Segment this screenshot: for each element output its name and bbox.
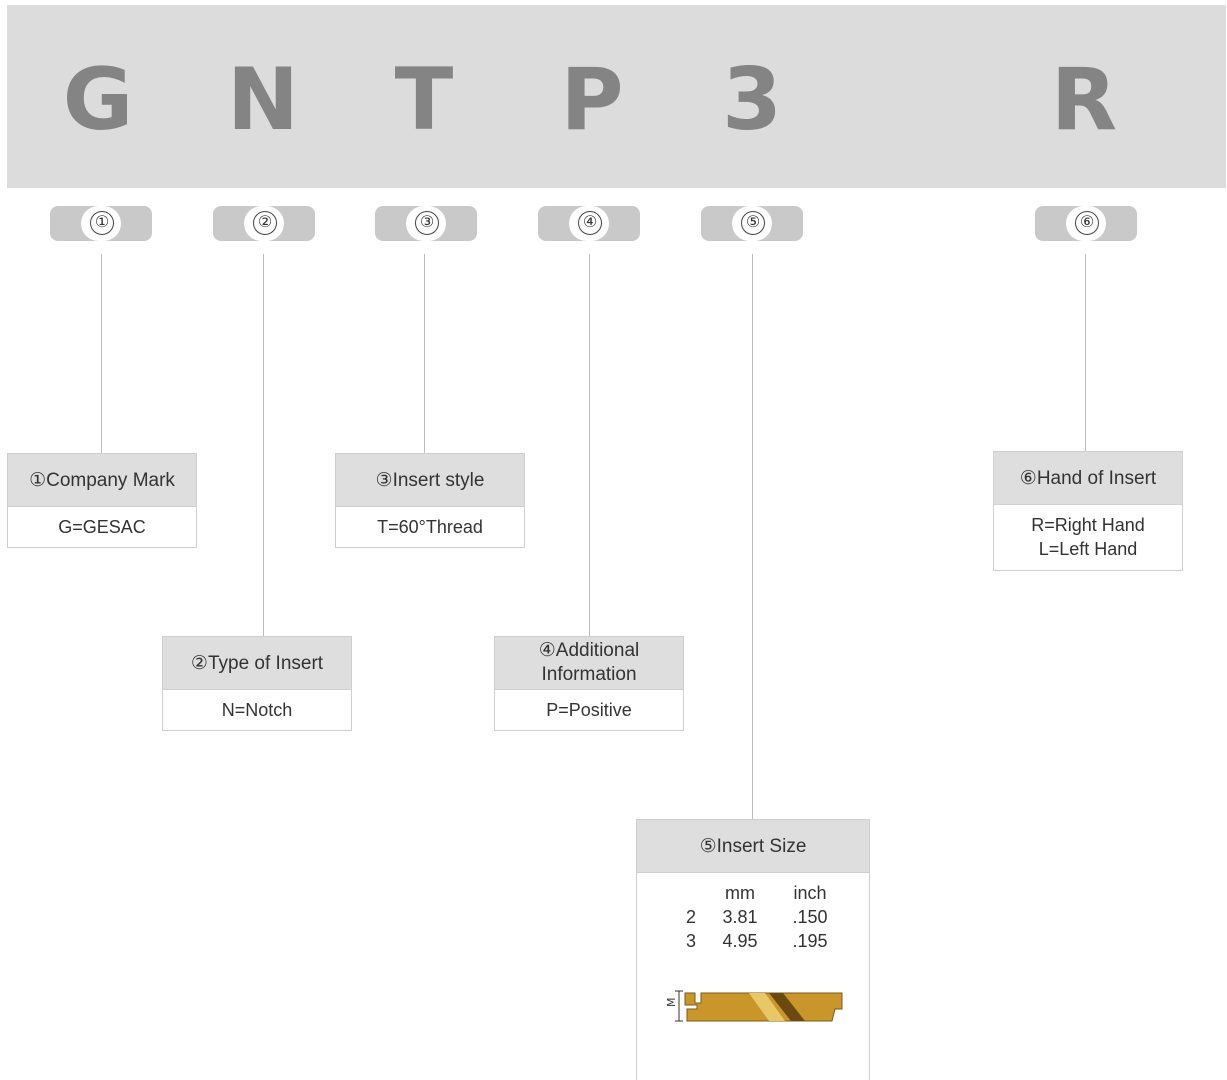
box-title: ④Additional Information xyxy=(495,637,683,690)
connector-line-6 xyxy=(1085,254,1086,451)
marker-number: ③ xyxy=(415,211,439,235)
code-letter-n: N xyxy=(227,50,299,150)
insert-size-box: ⑤Insert Size mm inch 2 3.81 .150 3 4.95 … xyxy=(636,819,870,1080)
code-letter-r: R xyxy=(1050,50,1118,150)
marker-pill-3: ③ xyxy=(375,206,477,241)
size-table: mm inch 2 3.81 .150 3 4.95 .195 xyxy=(677,881,845,953)
dimension-label: M xyxy=(665,998,678,1008)
marker-pill-4: ④ xyxy=(538,206,640,241)
marker-pill-5: ⑤ xyxy=(701,206,803,241)
connector-line-3 xyxy=(424,254,425,453)
marker-pill-1: ① xyxy=(50,206,152,241)
size-table-header: mm inch xyxy=(725,883,827,903)
box-title-line: Information xyxy=(541,664,637,685)
code-letter-g: G xyxy=(62,50,134,150)
box-title-line: ④Additional xyxy=(538,640,640,661)
additional-information-box: ④Additional Information P=Positive xyxy=(494,636,684,731)
box-value: N=Notch xyxy=(221,699,293,720)
connector-line-2 xyxy=(263,254,264,636)
box-value: T=60°Thread xyxy=(377,516,483,537)
box-title: ⑤Insert Size xyxy=(637,820,869,873)
box-title: ①Company Mark xyxy=(8,454,196,507)
hand-of-insert-box: ⑥Hand of Insert R=Right Hand L=Left Hand xyxy=(993,451,1183,571)
table-row: 2 3.81 .150 xyxy=(685,907,828,927)
connector-line-1 xyxy=(101,254,102,453)
marker-number: ④ xyxy=(578,211,602,235)
box-value: L=Left Hand xyxy=(1038,539,1138,559)
insert-thread-highlight xyxy=(749,993,785,1021)
box-value: G=GESAC xyxy=(58,516,146,537)
marker-pill-2: ② xyxy=(213,206,315,241)
marker-number: ② xyxy=(253,211,277,235)
box-value: P=Positive xyxy=(546,699,632,720)
code-banner xyxy=(7,5,1226,188)
box-title: ⑥Hand of Insert xyxy=(994,452,1182,505)
company-mark-box: ①Company Mark G=GESAC xyxy=(7,453,197,548)
marker-number: ⑥ xyxy=(1075,211,1099,235)
box-value: R=Right Hand xyxy=(1031,515,1145,535)
insert-profile-figure: M xyxy=(665,990,843,1022)
connector-line-4 xyxy=(589,254,590,636)
insert-style-box: ③Insert style T=60°Thread xyxy=(335,453,525,548)
box-title: ③Insert style xyxy=(336,454,524,507)
code-letter-t: T xyxy=(394,50,454,150)
marker-number: ⑤ xyxy=(741,211,765,235)
box-title: ②Type of Insert xyxy=(163,637,351,690)
insert-thread-shadow xyxy=(769,993,805,1021)
type-of-insert-box: ②Type of Insert N=Notch xyxy=(162,636,352,731)
marker-number: ① xyxy=(90,211,114,235)
marker-pill-6: ⑥ xyxy=(1035,206,1137,241)
code-letter-3: 3 xyxy=(722,50,782,150)
table-row: 3 4.95 .195 xyxy=(685,931,828,951)
code-letter-p: P xyxy=(560,50,624,150)
connector-line-5 xyxy=(752,254,753,819)
